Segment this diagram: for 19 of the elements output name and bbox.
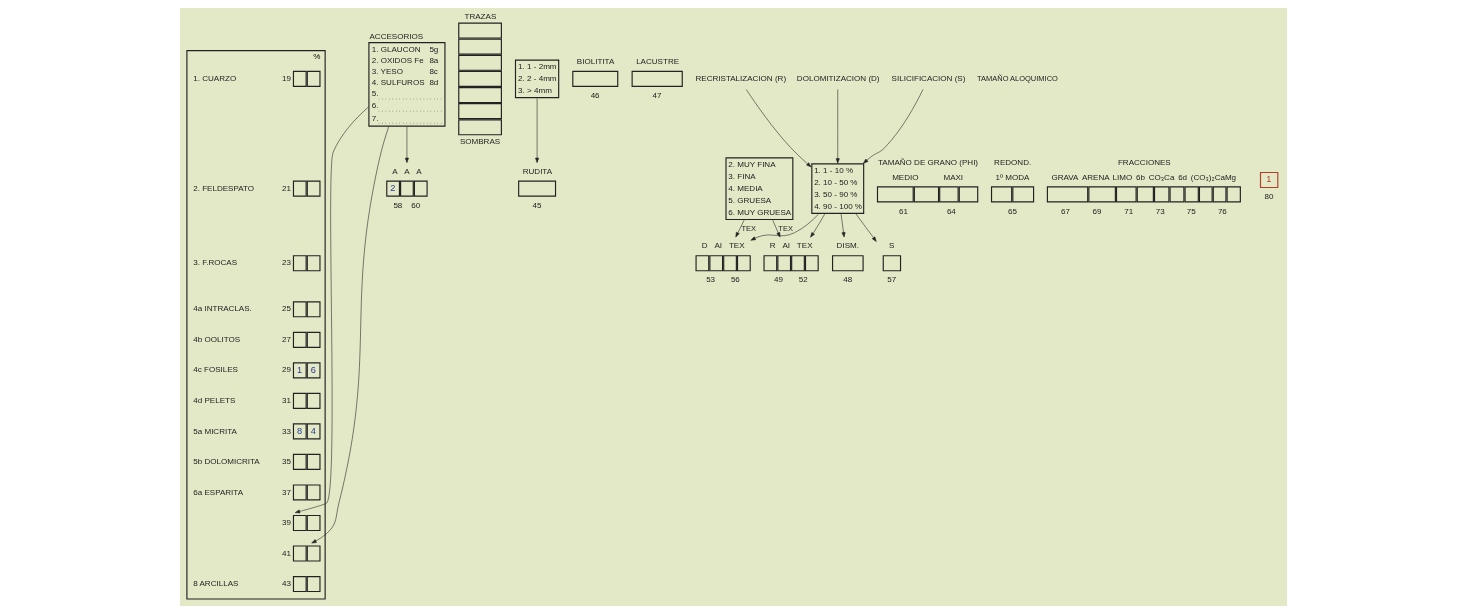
arrow <box>745 89 812 168</box>
arrow <box>835 89 840 164</box>
arrow <box>294 106 369 514</box>
arrow <box>772 219 781 238</box>
arrow <box>311 126 389 544</box>
arrow <box>863 89 924 164</box>
arrow <box>750 213 819 241</box>
arrow <box>840 213 846 238</box>
arrow <box>535 98 539 163</box>
node-box <box>518 180 557 197</box>
arrow <box>735 219 745 238</box>
node-box: 1 <box>1259 171 1279 189</box>
node-box <box>882 255 902 272</box>
node-box <box>832 255 864 272</box>
arrow <box>810 213 825 238</box>
node-box <box>631 70 683 87</box>
arrow <box>405 126 409 163</box>
node-box <box>572 70 619 87</box>
arrow <box>855 213 877 242</box>
